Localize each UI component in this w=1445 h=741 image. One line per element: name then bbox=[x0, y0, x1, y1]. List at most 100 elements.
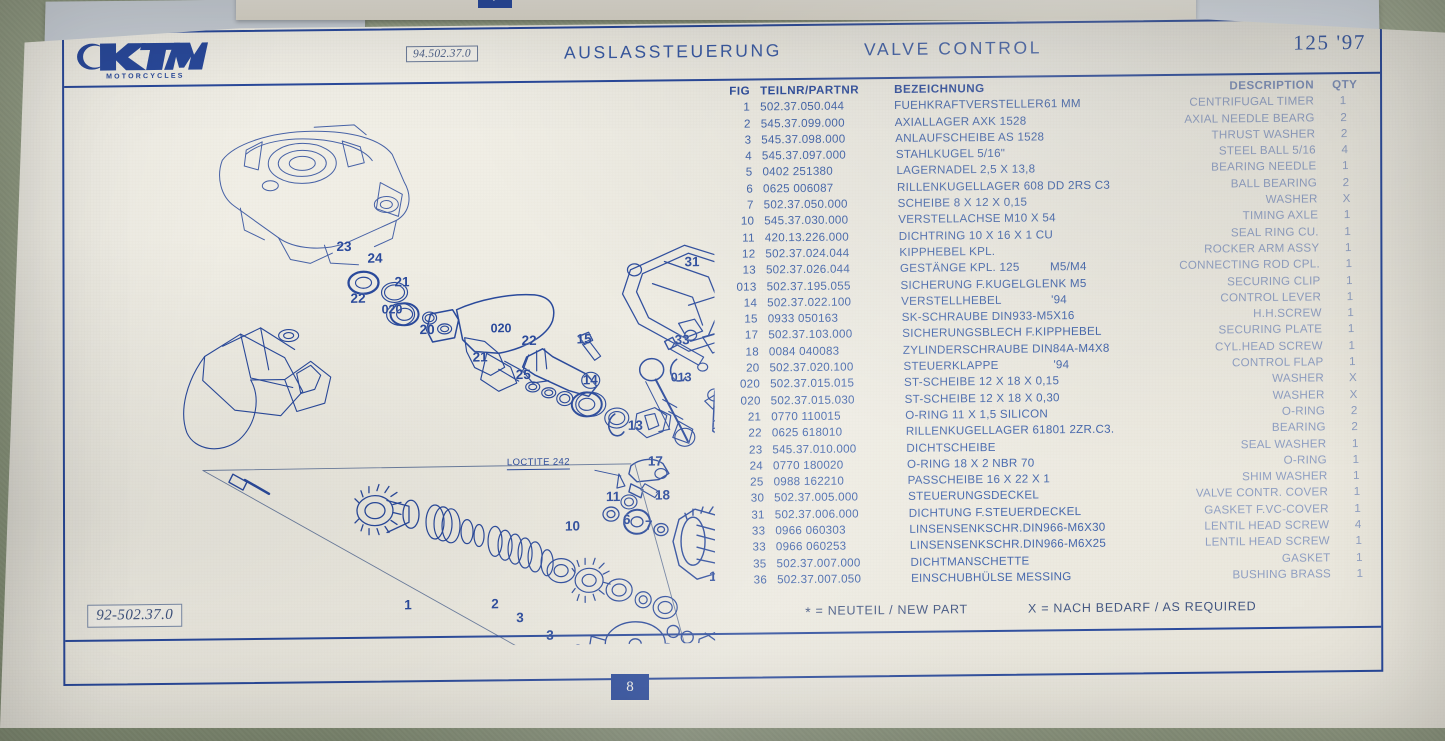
diagram-callout: 013 bbox=[670, 370, 692, 385]
cell-fig: 31 bbox=[751, 508, 765, 522]
cell-partnr: 0966 060253 bbox=[775, 539, 847, 554]
diagram-callout: 020 bbox=[490, 321, 512, 336]
diagram-callout: 7 bbox=[644, 517, 653, 533]
diagram-callout: 20 bbox=[419, 321, 435, 338]
ktm-logo: MOTORCYCLES bbox=[76, 36, 209, 81]
diagram-callout: 21 bbox=[394, 274, 410, 290]
cell-partnr: 502.37.026.044 bbox=[765, 262, 851, 277]
diagram-callout: 18 bbox=[654, 487, 670, 503]
cell-bezeichnung: O-RING 11 X 1,5 SILICON bbox=[905, 407, 1049, 422]
cell-description: O-RING bbox=[1281, 404, 1326, 418]
cell-qty: 2 bbox=[1350, 403, 1358, 418]
cell-qty: 4 bbox=[1354, 517, 1362, 532]
page-number: 8 bbox=[611, 674, 649, 700]
cell-description: WASHER bbox=[1272, 387, 1325, 402]
svg-text:MOTORCYCLES: MOTORCYCLES bbox=[106, 73, 185, 81]
cell-description: SEAL RING CU. bbox=[1230, 225, 1319, 240]
cell-partnr: 545.37.010.000 bbox=[772, 441, 857, 456]
cell-description: SEAL WASHER bbox=[1240, 436, 1327, 451]
cell-partnr: 0402 251380 bbox=[762, 165, 833, 179]
col-header-fig: FIG bbox=[729, 84, 751, 98]
cell-fig: 25 bbox=[750, 475, 764, 489]
cell-partnr: 502.37.006.000 bbox=[774, 507, 859, 522]
cell-description: LENTIL HEAD SCREW bbox=[1204, 534, 1330, 549]
cell-fig: 18 bbox=[745, 345, 759, 359]
cell-qty: 1 bbox=[1354, 501, 1362, 515]
cell-fig: 33 bbox=[751, 524, 766, 538]
cell-bezeichnung: ST-SCHEIBE 12 X 18 X 0,15 bbox=[904, 374, 1060, 390]
cell-description: GASKET F.VC-COVER bbox=[1204, 502, 1329, 517]
cell-partnr: 502.37.195.055 bbox=[766, 279, 851, 293]
diagram-callout: 10 bbox=[565, 518, 581, 534]
diagram-svg bbox=[183, 124, 716, 650]
previous-page-number: 7 bbox=[478, 0, 512, 8]
cell-description: SECURING CLIP bbox=[1227, 273, 1321, 288]
cell-fig: 33 bbox=[752, 540, 766, 554]
cell-qty: 1 bbox=[1342, 159, 1349, 173]
diagram-callout: 15 bbox=[576, 331, 592, 347]
cell-qty: 1 bbox=[1346, 289, 1354, 303]
cell-qty: 1 bbox=[1356, 550, 1363, 564]
cell-partnr: 502.37.015.015 bbox=[770, 376, 855, 391]
cell-description: BEARING bbox=[1271, 420, 1326, 435]
cell-description: BEARING NEEDLE bbox=[1211, 159, 1317, 175]
diagram-callout: 13 bbox=[627, 417, 643, 433]
cell-qty: 1 bbox=[1353, 469, 1360, 483]
cell-description: CYL.HEAD SCREW bbox=[1214, 339, 1323, 354]
cell-fig: 17 bbox=[744, 328, 759, 343]
cell-partnr: 545.37.098.000 bbox=[761, 132, 846, 147]
cell-qty: 1 bbox=[1355, 534, 1363, 548]
cell-bezeichnung: SCHEIBE 8 X 12 X 0,15 bbox=[897, 195, 1028, 211]
cell-partnr: 0770 110015 bbox=[771, 409, 841, 424]
cell-bezeichnung: DICHTSCHEIBE bbox=[906, 440, 996, 455]
cell-fig: 4 bbox=[745, 149, 752, 163]
cell-description: BALL BEARING bbox=[1230, 176, 1318, 191]
cell-fig: 13 bbox=[742, 263, 756, 277]
cell-fig: 20 bbox=[746, 361, 760, 375]
cell-bezeichnung: ANLAUFSCHEIBE AS 1528 bbox=[895, 130, 1045, 145]
cell-fig: 7 bbox=[746, 198, 754, 212]
cell-partnr: 545.37.099.000 bbox=[760, 116, 845, 131]
diagram-callout: 1 bbox=[404, 597, 412, 613]
cell-partnr: 545.37.097.000 bbox=[761, 148, 846, 163]
cell-fig: 22 bbox=[748, 426, 762, 440]
diagram-callout: 21 bbox=[472, 349, 488, 365]
diagram-callout: 33 bbox=[674, 332, 690, 348]
cell-description: CONTROL FLAP bbox=[1231, 355, 1324, 370]
cell-bezeichnung: KIPPHEBEL KPL. bbox=[899, 244, 996, 259]
diagram-callout: 2 bbox=[574, 641, 582, 650]
cell-partnr: 502.37.024.044 bbox=[765, 246, 850, 261]
cell-description: CONNECTING ROD CPL. bbox=[1179, 257, 1320, 273]
cell-partnr: 0933 050163 bbox=[767, 311, 839, 326]
cell-fig: 14 bbox=[743, 296, 758, 310]
col-header-bezeichnung: BEZEICHNUNG bbox=[894, 82, 985, 96]
cell-bezeichnung: STAHLKUGEL 5/16" bbox=[895, 146, 1006, 162]
drawing-number: 94.502.37.0 bbox=[406, 45, 478, 63]
cell-description: CENTRIFUGAL TIMER bbox=[1189, 94, 1315, 110]
cell-description: O-RING bbox=[1283, 453, 1327, 467]
cell-description: TIMING AXLE bbox=[1242, 208, 1319, 223]
diagram-callout: 31 bbox=[684, 254, 700, 270]
cell-partnr: 502.37.050.044 bbox=[760, 99, 845, 114]
cell-qty: 1 bbox=[1347, 322, 1355, 336]
cell-partnr: 0625 618010 bbox=[771, 425, 843, 440]
cell-description: BUSHING BRASS bbox=[1232, 567, 1332, 582]
cell-bezeichnung: EINSCHUBHÜLSE MESSING bbox=[911, 570, 1072, 585]
diagram-callout: 23 bbox=[336, 238, 352, 255]
diagram-callout: 11 bbox=[605, 488, 621, 505]
diagram-callout: 6 bbox=[622, 511, 631, 527]
cell-description: SECURING PLATE bbox=[1218, 322, 1323, 337]
cell-description: ROCKER ARM ASSY bbox=[1204, 241, 1320, 256]
cell-description: WASHER bbox=[1265, 192, 1318, 207]
cell-fig: 35 bbox=[753, 557, 767, 571]
cell-qty: 1 bbox=[1344, 241, 1352, 255]
cell-fig: 23 bbox=[748, 442, 763, 457]
cell-description: WASHER bbox=[1272, 371, 1325, 386]
cell-qty: X bbox=[1349, 371, 1358, 385]
footer-part-number: 92-502.37.0 bbox=[87, 603, 183, 628]
cell-qty: 1 bbox=[1339, 94, 1347, 108]
cell-partnr: 0966 060303 bbox=[775, 523, 846, 538]
cell-qty: 1 bbox=[1345, 257, 1353, 271]
diagram-callout: 3 bbox=[516, 610, 524, 626]
cell-qty: 2 bbox=[1340, 110, 1348, 124]
